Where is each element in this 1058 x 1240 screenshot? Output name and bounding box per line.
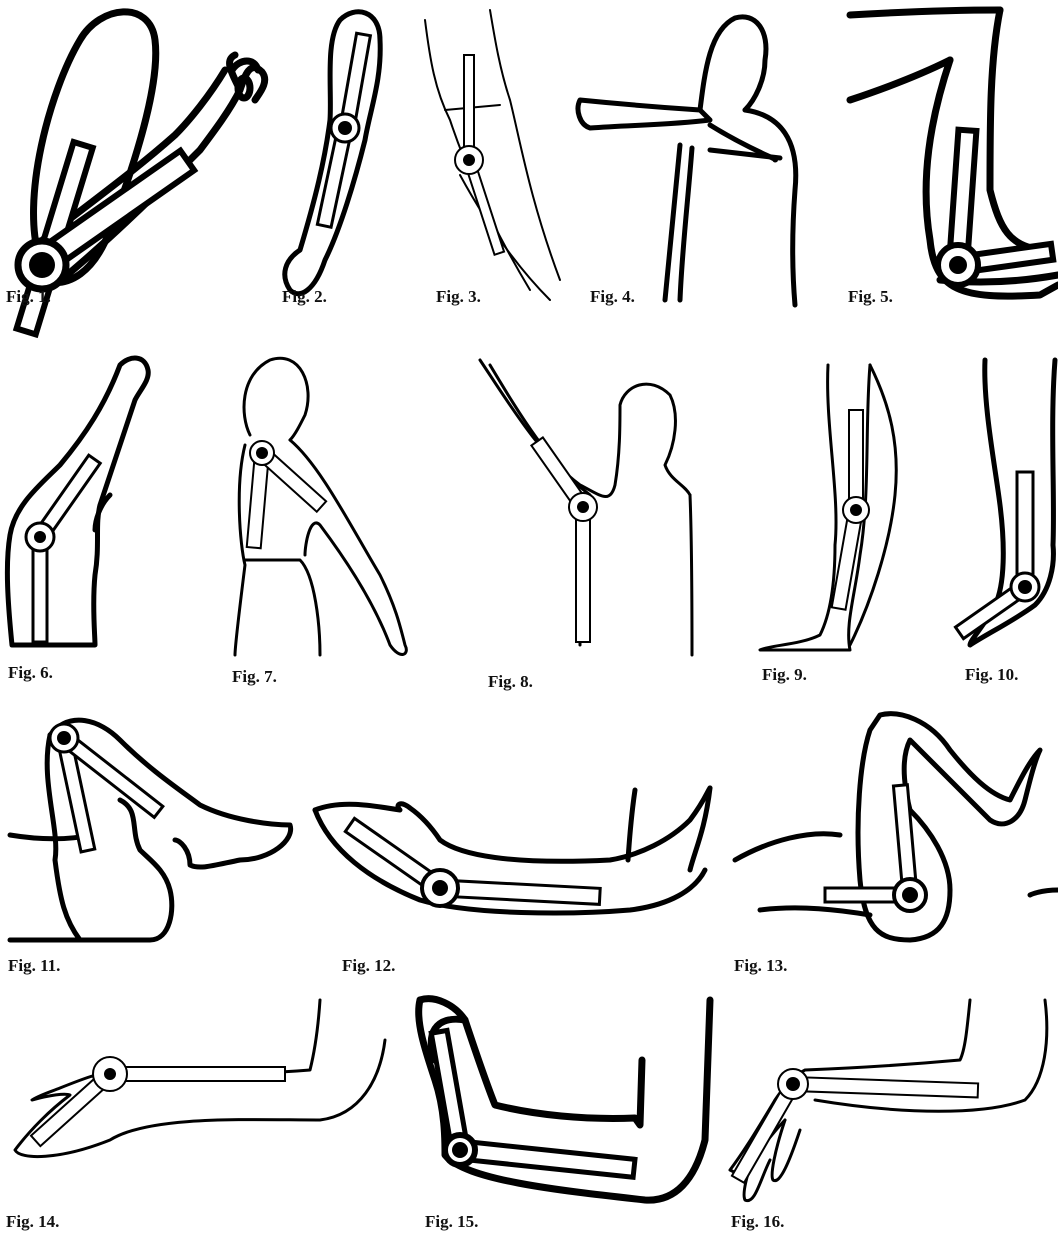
figure-4-shoulder-horizontal: Fig. 4. (570, 0, 830, 310)
figure-4-label: Fig. 4. (590, 287, 635, 307)
knee-flexion-illustration (840, 0, 1058, 310)
figure-13-hip-rotation: Fig. 13. (730, 700, 1058, 980)
figure-2-label: Fig. 2. (282, 287, 327, 307)
shoulder-abduction-illustration (220, 345, 430, 685)
figure-12-label: Fig. 12. (342, 956, 395, 976)
hip-flexion-illustration (0, 700, 310, 980)
elbow-flexion-illustration (405, 990, 715, 1240)
figure-11-label: Fig. 11. (8, 956, 60, 976)
shoulder-abduction-front-illustration (470, 345, 700, 685)
elbow-illustration (420, 0, 570, 310)
figure-16-wrist-drop: Fig. 16. (715, 990, 1058, 1240)
figure-14-label: Fig. 14. (6, 1212, 59, 1232)
figure-7-label: Fig. 7. (232, 667, 277, 687)
figure-14-wrist-flexion: Fig. 14. (0, 990, 400, 1240)
wrist-extension-illustration (310, 700, 720, 980)
figure-3-elbow: Fig. 3. (420, 0, 570, 310)
figure-15-elbow-flexion: Fig. 15. (405, 990, 715, 1240)
ankle-plantar-illustration (955, 345, 1058, 685)
figure-9-label: Fig. 9. (762, 665, 807, 685)
figure-13-label: Fig. 13. (734, 956, 787, 976)
figure-5-label: Fig. 5. (848, 287, 893, 307)
figure-8-shoulder-abduction-front: Fig. 8. (470, 345, 700, 685)
figure-1-label: Fig. 1. (6, 287, 51, 307)
shoulder-flexion-illustration (0, 345, 200, 685)
figure-11-hip-flexion: Fig. 11. (0, 700, 310, 980)
figure-15-label: Fig. 15. (425, 1212, 478, 1232)
figure-8-label: Fig. 8. (488, 672, 533, 692)
figure-1-wrist-goniometer: Fig. 1. (0, 0, 280, 310)
figure-16-label: Fig. 16. (731, 1212, 784, 1232)
forearm-illustration (270, 0, 420, 310)
wrist-goniometer-illustration (0, 0, 280, 310)
figure-3-label: Fig. 3. (436, 287, 481, 307)
wrist-drop-illustration (715, 990, 1058, 1240)
ankle-illustration (750, 345, 950, 685)
figure-6-label: Fig. 6. (8, 663, 53, 683)
figure-10-label: Fig. 10. (965, 665, 1018, 685)
wrist-flexion-illustration (0, 990, 400, 1240)
figure-6-shoulder-flexion: Fig. 6. (0, 345, 200, 685)
figure-12-wrist-extension: Fig. 12. (310, 700, 720, 980)
figure-7-shoulder-abduction: Fig. 7. (220, 345, 430, 685)
hip-rotation-illustration (730, 700, 1058, 980)
shoulder-horizontal-illustration (570, 0, 830, 310)
figure-9-ankle: Fig. 9. (750, 345, 950, 685)
figure-10-ankle-plantar: Fig. 10. (955, 345, 1058, 685)
figure-2-forearm: Fig. 2. (270, 0, 420, 310)
figure-5-knee-flexion: Fig. 5. (840, 0, 1058, 310)
